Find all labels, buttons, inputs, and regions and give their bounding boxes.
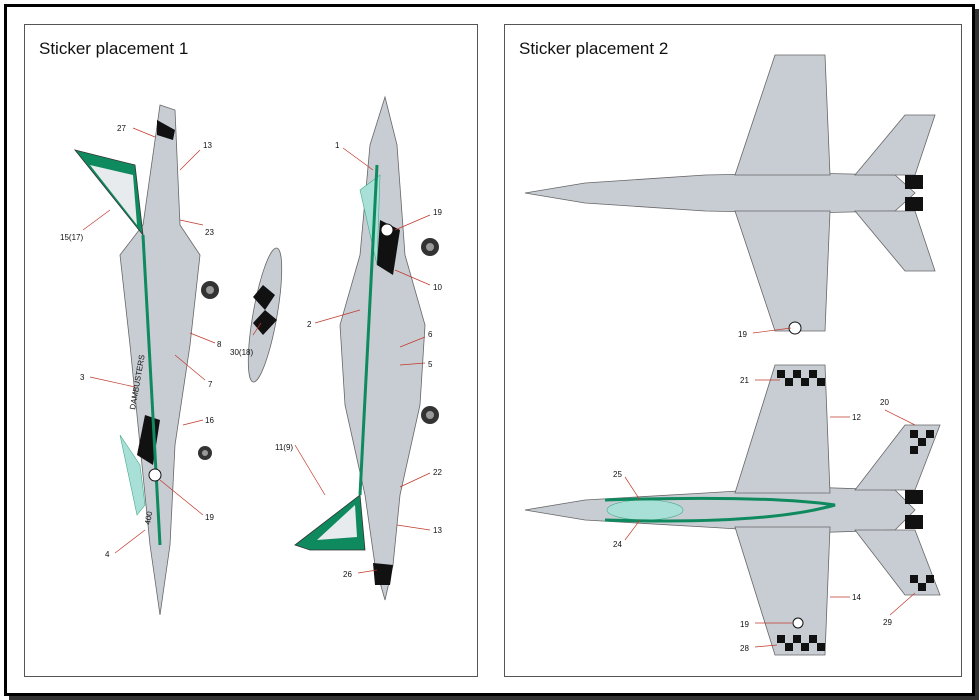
- callout-20: 20: [880, 398, 889, 407]
- callout-12: 12: [852, 413, 861, 422]
- callout-15-17: 15(17): [60, 233, 83, 242]
- callout-19: 19: [738, 330, 747, 339]
- callout-3: 3: [80, 373, 85, 382]
- plan-views: 19 21 12 20 25 24 14 29 19 28: [524, 54, 941, 656]
- callout-23: 23: [205, 228, 214, 237]
- callouts-panel-2: 19 21 12 20 25 24 14 29 19 28: [613, 327, 916, 653]
- callout-7: 7: [208, 380, 213, 389]
- sheet-frame: Sticker placement 1 400 DAMBUSTERS: [4, 4, 975, 696]
- callout-19: 19: [205, 513, 214, 522]
- callout-13b: 13: [433, 526, 442, 535]
- topside-view: [524, 364, 941, 656]
- callout-19b: 19: [433, 208, 442, 217]
- callout-19b: 19: [740, 620, 749, 629]
- callout-28: 28: [740, 644, 749, 653]
- callout-2: 2: [307, 320, 312, 329]
- panel-title: Sticker placement 1: [39, 39, 189, 58]
- callout-30-18: 30(18): [230, 348, 253, 357]
- drop-tank: [247, 247, 283, 383]
- left-side-profile: 400 DAMBUSTERS: [73, 104, 219, 616]
- callout-25: 25: [613, 470, 622, 479]
- callout-5: 5: [428, 360, 433, 369]
- callout-1: 1: [335, 141, 340, 150]
- callout-29: 29: [883, 618, 892, 627]
- callout-24: 24: [613, 540, 622, 549]
- callouts-panel-1: 27 13 15(17) 23 8 7 3 16 19 4: [60, 124, 442, 579]
- callout-8: 8: [217, 340, 222, 349]
- callout-26: 26: [343, 570, 352, 579]
- callout-22: 22: [433, 468, 442, 477]
- placement-panel-2: Sticker placement 2: [504, 24, 962, 677]
- callout-13: 13: [203, 141, 212, 150]
- callout-11-9: 11(9): [275, 443, 293, 452]
- callout-16: 16: [205, 416, 214, 425]
- side-profiles: 400 DAMBUSTERS: [60, 95, 442, 616]
- panel-title: Sticker placement 2: [519, 39, 669, 58]
- callout-10: 10: [433, 283, 442, 292]
- right-side-profile: [294, 95, 439, 601]
- underside-view: [524, 54, 936, 335]
- callout-6: 6: [428, 330, 433, 339]
- callout-21: 21: [740, 376, 749, 385]
- callout-4: 4: [105, 550, 110, 559]
- callout-27: 27: [117, 124, 126, 133]
- placement-panel-1: Sticker placement 1 400 DAMBUSTERS: [24, 24, 478, 677]
- modex-400: 400: [143, 510, 154, 525]
- callout-14: 14: [852, 593, 861, 602]
